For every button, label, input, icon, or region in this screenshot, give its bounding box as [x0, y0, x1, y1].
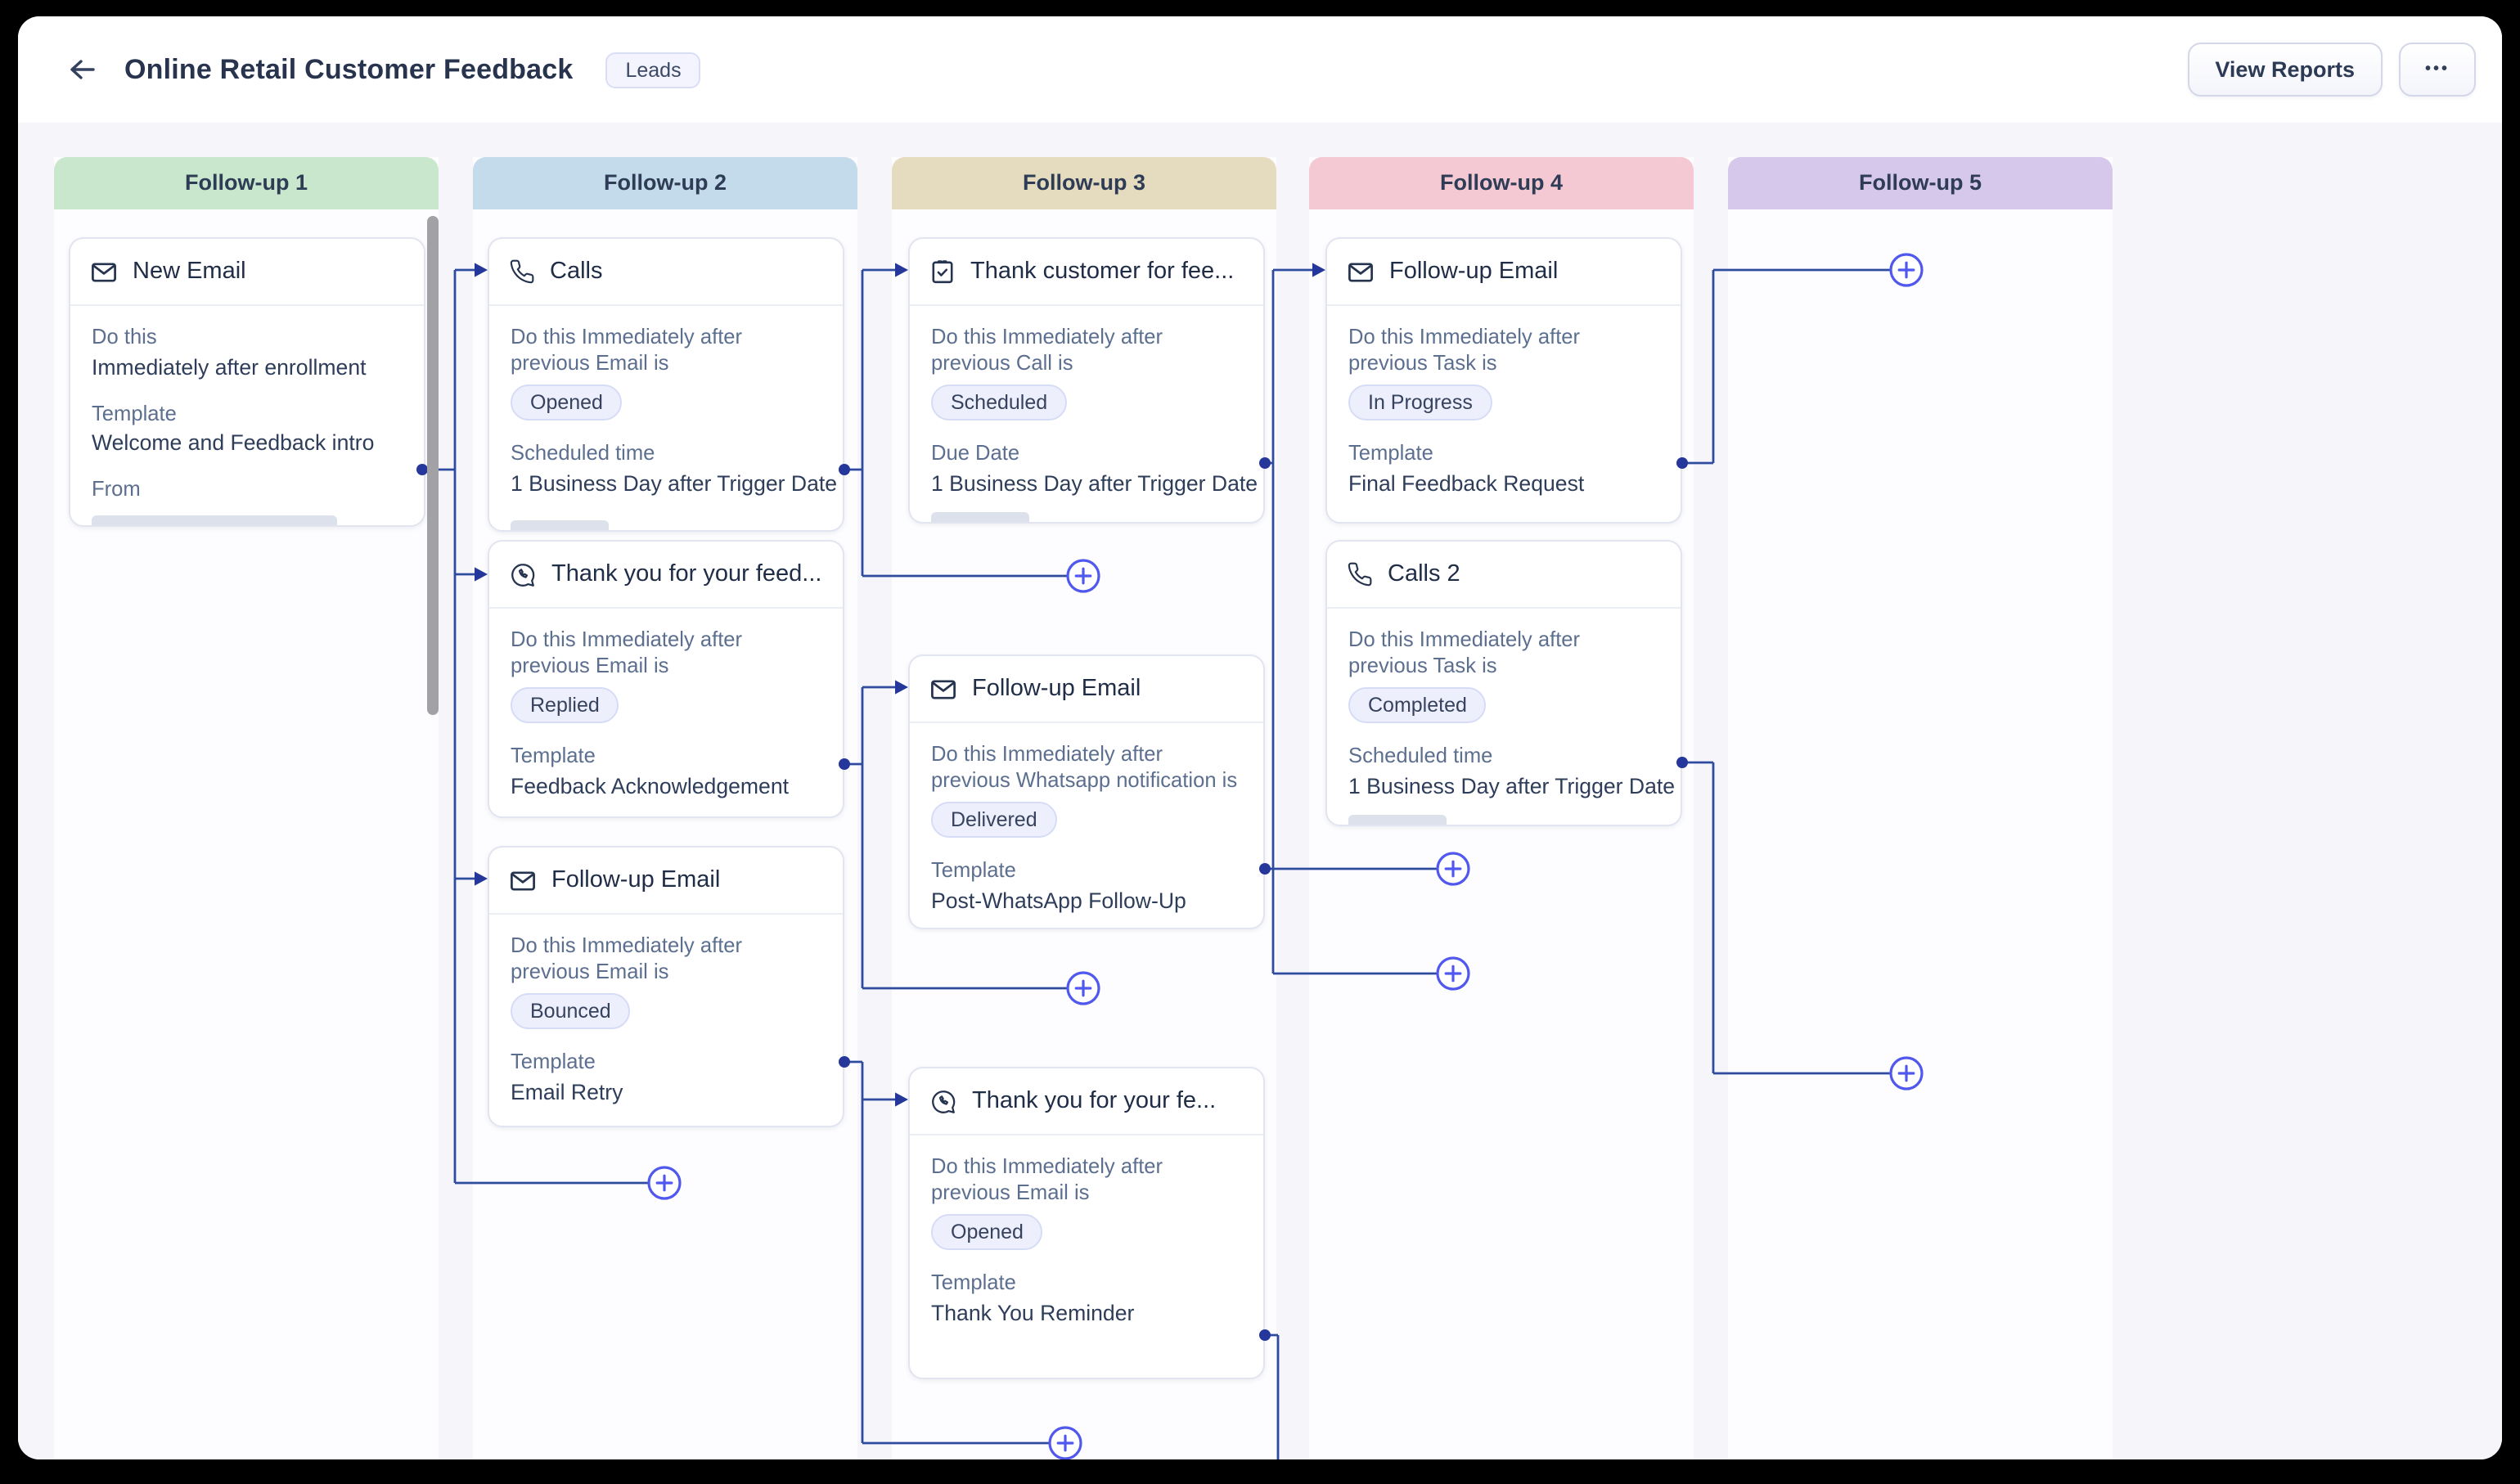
condition-field: Do this Immediately after previous Email… [511, 933, 821, 1029]
workflow-card-whatsapp-thankyou[interactable]: Thank you for your feed... Do this Immed… [488, 540, 844, 818]
whatsapp-icon [932, 1090, 956, 1113]
condition-field: Do this Immediately after previous Email… [511, 324, 821, 420]
card-title: Follow-up Email [551, 867, 721, 893]
workflow-card-calls[interactable]: Calls Do this Immediately after previous… [488, 237, 844, 532]
phone-icon [510, 259, 534, 284]
email-icon [511, 870, 535, 890]
email-icon [931, 679, 956, 699]
status-badge: Scheduled [931, 384, 1068, 420]
status-badge: Replied [511, 687, 619, 723]
card-title: New Email [133, 259, 246, 285]
condition-field: Do this Immediately after previous Task … [1348, 627, 1659, 723]
clipped-text [511, 520, 609, 530]
card-header: Calls [489, 239, 843, 306]
workflow-card-final-email[interactable]: Follow-up Email Do this Immediately afte… [1325, 237, 1682, 524]
status-badge: Opened [511, 384, 623, 420]
clipped-text [1348, 815, 1447, 825]
workflow-card-new-email[interactable]: New Email Do this Immediately after enro… [69, 237, 425, 527]
more-options-button[interactable]: ••• [2398, 43, 2476, 97]
condition-field: Do this Immediately after previous Task … [1348, 324, 1659, 420]
card-title: Thank you for your feed... [551, 561, 822, 587]
clipped-text [931, 512, 1029, 522]
condition-field: Do this Immediately after previous Call … [931, 324, 1242, 420]
condition-field: Do this Immediately after previous Email… [931, 1153, 1242, 1250]
card-title: Follow-up Email [972, 676, 1141, 702]
card-title: Thank customer for fee... [970, 259, 1235, 285]
schedule-field: Scheduled time 1 Business Day after Trig… [511, 440, 838, 495]
template-field: Template Thank You Reminder [931, 1270, 1135, 1324]
email-icon [92, 262, 116, 281]
column-header-followup-5: Follow-up 5 [1728, 157, 2113, 209]
template-field: Template Final Feedback Request [1348, 440, 1585, 495]
from-field: From [92, 476, 141, 501]
card-header: Follow-up Email [1327, 239, 1681, 306]
status-badge: Opened [931, 1214, 1043, 1250]
workflow-canvas: Follow-up 1 Follow-up 2 Follow-up 3 Foll… [18, 123, 2502, 1459]
condition-field: Do this Immediately after previous Email… [511, 627, 821, 723]
app-window: Online Retail Customer Feedback Leads Vi… [18, 16, 2502, 1459]
template-field: Template Post-WhatsApp Follow-Up [931, 857, 1186, 912]
workflow-card-post-whatsapp-email[interactable]: Follow-up Email Do this Immediately afte… [908, 654, 1265, 929]
card-header: New Email [70, 239, 424, 306]
do-this-field: Do this Immediately after enrollment [92, 324, 367, 379]
top-bar: Online Retail Customer Feedback Leads Vi… [18, 16, 2502, 123]
email-icon [1348, 262, 1373, 281]
status-badge: Delivered [931, 802, 1057, 838]
column-header-followup-1: Follow-up 1 [54, 157, 439, 209]
card-title: Calls [550, 259, 603, 285]
column-header-followup-4: Follow-up 4 [1309, 157, 1694, 209]
task-icon [932, 260, 953, 284]
card-title: Thank you for your fe... [972, 1088, 1217, 1114]
workflow-card-task-thank-customer[interactable]: Thank customer for fee... Do this Immedi… [908, 237, 1265, 524]
workflow-card-whatsapp-reminder[interactable]: Thank you for your fe... Do this Immedia… [908, 1067, 1265, 1379]
column-header-followup-3: Follow-up 3 [892, 157, 1276, 209]
condition-field: Do this Immediately after previous Whats… [931, 741, 1242, 838]
phone-icon [1348, 562, 1372, 587]
template-field: Template Email Retry [511, 1049, 623, 1104]
status-badge: Bounced [511, 993, 631, 1029]
back-button[interactable] [64, 52, 100, 88]
view-reports-button[interactable]: View Reports [2187, 43, 2383, 97]
card-header: Calls 2 [1327, 542, 1681, 609]
card-title: Calls 2 [1388, 561, 1460, 587]
clipped-text [92, 515, 337, 525]
card-title: Follow-up Email [1389, 259, 1559, 285]
module-badge: Leads [605, 52, 701, 88]
card-header: Follow-up Email [910, 656, 1263, 723]
template-field: Template Feedback Acknowledgement [511, 743, 790, 798]
workflow-card-calls-2[interactable]: Calls 2 Do this Immediately after previo… [1325, 540, 1682, 826]
schedule-field: Scheduled time 1 Business Day after Trig… [1348, 743, 1676, 798]
card-header: Follow-up Email [489, 848, 843, 915]
status-badge: In Progress [1348, 384, 1492, 420]
card-header: Thank you for your feed... [489, 542, 843, 609]
column-scrollbar[interactable] [427, 216, 439, 715]
arrow-left-icon [70, 60, 94, 79]
card-header: Thank you for your fe... [910, 1068, 1263, 1135]
whatsapp-icon [511, 563, 535, 586]
due-date-field: Due Date 1 Business Day after Trigger Da… [931, 440, 1258, 495]
card-header: Thank customer for fee... [910, 239, 1263, 306]
column-header-followup-2: Follow-up 2 [473, 157, 857, 209]
status-badge: Completed [1348, 687, 1487, 723]
workflow-card-email-retry[interactable]: Follow-up Email Do this Immediately afte… [488, 846, 844, 1127]
column-band-5 [1728, 157, 2113, 1459]
page-title: Online Retail Customer Feedback [124, 53, 574, 84]
template-field: Template Welcome and Feedback intro [92, 400, 375, 455]
